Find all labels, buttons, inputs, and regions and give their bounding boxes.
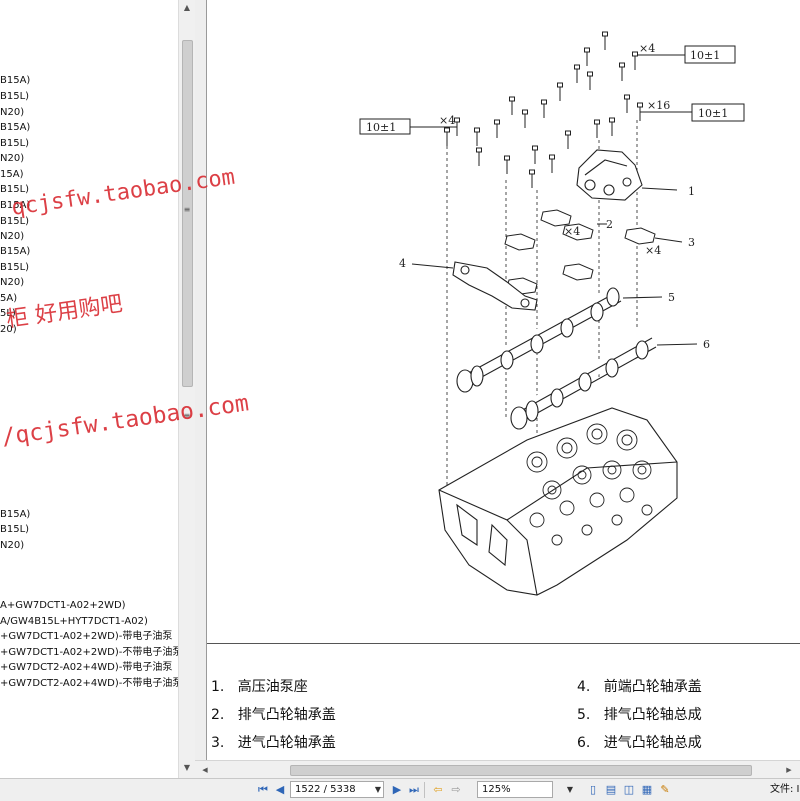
camshaft-exploded-diagram: 10±1 10±1 10±1 ×4 ×16 ×4 ×4 ×4 1 2 3 4 5… [359,31,745,596]
bookmark-item[interactable]: 5L) [0,308,16,319]
viewer-horizontal-scrollbar[interactable]: ◀ ▶ [195,760,800,779]
legend-item: 6. 进气凸轮轴总成 [577,735,702,751]
document-page: 10±1 10±1 10±1 ×4 ×16 ×4 ×4 ×4 1 2 3 4 5… [206,0,800,760]
first-page-icon[interactable]: ⏮ [258,783,268,796]
high-pressure-pump-seat [576,149,678,201]
torque-box-right [640,103,745,122]
legend-item: 1. 高压油泵座 [211,679,308,695]
tool-icon[interactable]: ✎ [660,783,670,796]
forward-icon[interactable]: ⇨ [451,783,461,796]
bookmark-item[interactable]: B15L) [0,91,30,102]
facing-page-icon[interactable]: ◫ [623,783,635,796]
legend-item: 2. 排气凸轮轴承盖 [211,707,336,723]
bookmark-item[interactable]: +GW7DCT2-A02+4WD)-带电子油泵 [0,662,173,673]
bookmark-item[interactable]: B15L) [0,138,30,149]
callout-6: 6 [703,338,710,351]
intake-bearing-caps [624,227,683,245]
bookmark-item[interactable]: N20) [0,231,25,242]
bookmark-pane: B15A) B15L) N20) B15A) B15L) N20) 15A) B15L) B15… [0,0,195,801]
thumbnail-icon[interactable]: ▦ [641,783,653,796]
cylinder-head [438,407,678,596]
bookmark-item[interactable]: A/GW4B15L+HYT7DCT1-A02) [0,616,148,627]
torque-label-top: 10±1 [690,49,720,62]
bookmark-item[interactable]: 5A) [0,293,18,304]
callout-4: 4 [399,257,406,270]
bookmark-scroll-thumb[interactable] [182,40,193,387]
callout-1: 1 [688,185,695,198]
bookmark-item[interactable]: 15A) [0,169,24,180]
scroll-left-arrow-icon[interactable]: ◀ [202,766,208,774]
callout-3: 3 [688,236,695,249]
torque-box-top-right [632,45,736,64]
figure-frame: 10±1 10±1 10±1 ×4 ×16 ×4 ×4 ×4 1 2 3 4 5… [207,0,800,644]
bookmark-item[interactable]: B15A) [0,122,31,133]
bookmark-item[interactable]: N20) [0,540,25,551]
page-dropdown-icon[interactable]: ▼ [374,785,382,794]
bookmark-item[interactable]: B15A) [0,509,31,520]
file-label: 文件: I [770,784,800,795]
bookmark-item[interactable]: B15L) [0,184,30,195]
bookmark-item[interactable]: B15A) [0,200,31,211]
bookmark-item[interactable]: B15L) [0,524,30,535]
quantity-right: ×16 [647,99,670,112]
scroll-up-arrow-icon[interactable]: ▲ [183,3,191,12]
legend-item: 3. 进气凸轮轴承盖 [211,735,336,751]
exhaust-bearing-caps [504,209,607,295]
quantity-top: ×4 [639,42,655,55]
torque-box-left [359,118,457,135]
next-page-icon[interactable]: ▶ [392,783,402,796]
back-icon[interactable]: ⇦ [433,783,443,796]
quantity-left: ×4 [439,114,455,127]
exhaust-camshaft [456,286,663,393]
scroll-divider-icon: ≡ [183,411,191,420]
bookmark-vertical-scrollbar[interactable]: ▲ ≡ ≡ ▼ [178,0,195,778]
bookmark-item[interactable]: B15L) [0,216,30,227]
bookmark-item[interactable]: N20) [0,277,25,288]
continuous-page-icon[interactable]: ▤ [605,783,617,796]
bookmark-item[interactable]: +GW7DCT2-A02+4WD)-不带电子油泵 [0,678,178,689]
bolts [444,31,643,188]
quantity-cap-3: ×4 [645,244,661,257]
bookmark-item[interactable]: B15A) [0,246,31,257]
scroll-down-arrow-icon[interactable]: ▼ [183,763,191,772]
bookmark-item[interactable]: 20) [0,324,17,335]
scroll-right-arrow-icon[interactable]: ▶ [786,766,792,774]
document-viewer[interactable]: 10±1 10±1 10±1 ×4 ×16 ×4 ×4 ×4 1 2 3 4 5… [195,0,800,778]
bookmark-tree: B15A) B15L) N20) B15A) B15L) N20) 15A) B15L) B15… [0,0,178,778]
intake-camshaft [510,332,698,430]
callout-5: 5 [668,291,675,304]
zoom-field[interactable]: 125% [477,781,553,798]
viewer-scroll-thumb[interactable] [290,765,752,776]
torque-label-left: 10±1 [366,121,396,134]
quantity-cap-2: ×4 [564,225,580,238]
bookmark-item[interactable]: A+GW7DCT1-A02+2WD) [0,600,126,611]
bookmark-item[interactable]: N20) [0,153,25,164]
prev-page-icon[interactable]: ◀ [275,783,285,796]
navigation-toolbar: ⏮ ◀ 1522 / 5338 ▼ ▶ ⏭ ⇦ ⇨ 125% ▼ ▯ ▤ ◫ ▦… [0,778,800,801]
bookmark-item[interactable]: +GW7DCT1-A02+2WD)-不带电子油泵 [0,647,178,658]
torque-label-right: 10±1 [698,107,728,120]
page-number-field[interactable]: 1522 / 5338 [290,781,384,798]
bookmark-item[interactable]: +GW7DCT1-A02+2WD)-带电子油泵 [0,631,173,642]
front-bearing-cap [411,261,538,311]
bookmark-item[interactable]: N20) [0,107,25,118]
callout-2: 2 [606,218,613,231]
bookmark-item[interactable]: B15A) [0,75,31,86]
scroll-divider-icon: ≡ [183,205,191,214]
zoom-dropdown-icon[interactable]: ▼ [566,785,574,794]
legend-item: 4. 前端凸轮轴承盖 [577,679,702,695]
last-page-icon[interactable]: ⏭ [409,783,419,796]
single-page-icon[interactable]: ▯ [589,783,597,796]
bookmark-item[interactable]: B15L) [0,262,30,273]
legend-item: 5. 排气凸轮轴总成 [577,707,702,723]
